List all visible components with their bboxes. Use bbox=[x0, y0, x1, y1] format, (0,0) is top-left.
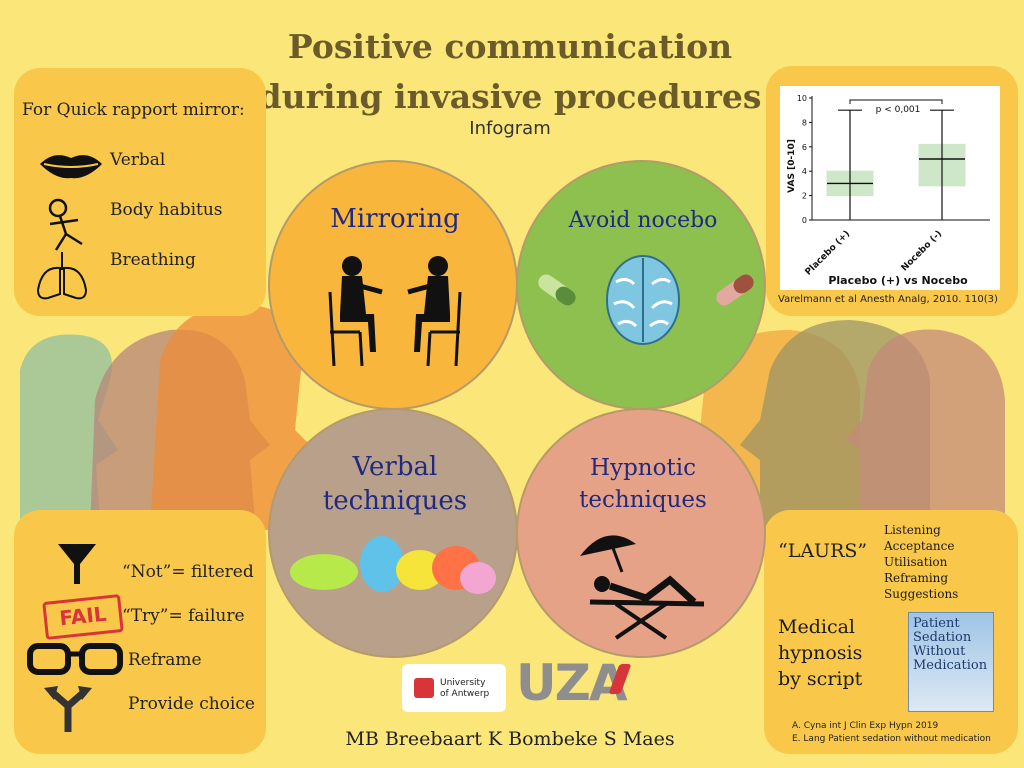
y-tick-label: 10 bbox=[797, 94, 807, 103]
y-tick-label: 6 bbox=[802, 143, 807, 152]
laurs-word-suggestions: Suggestions bbox=[884, 587, 959, 601]
mirror-item-breathing: Breathing bbox=[110, 250, 196, 270]
brain-icon bbox=[606, 255, 680, 345]
y-tick-label: 8 bbox=[802, 118, 807, 127]
words-item-reframe: Reframe bbox=[128, 650, 202, 670]
laurs-words: Listening Acceptance Utilisation Reframi… bbox=[884, 522, 958, 602]
glasses-icon bbox=[27, 643, 123, 675]
hypnotic-line-1: Hypnotic bbox=[590, 455, 696, 481]
ref-lang: E. Lang Patient sedation without medicat… bbox=[792, 734, 991, 744]
laurs-panel: “LAURS” Listening Acceptance Utilisation… bbox=[764, 510, 1018, 754]
green-pill-icon bbox=[538, 274, 576, 306]
chart-citation: Varelmann et al Anesth Analg, 2010. 110(… bbox=[778, 294, 998, 305]
laurs-refs: A. Cyna int J Clin Exp Hypn 2019 E. Lang… bbox=[792, 720, 991, 746]
book-title-4: Medication bbox=[913, 658, 988, 673]
hypnotic-line-2: techniques bbox=[579, 487, 707, 513]
mirror-panel: For Quick rapport mirror: Verbal Body ha… bbox=[14, 68, 266, 316]
chart-ylabel: VAS [0-10] bbox=[787, 139, 797, 193]
script-line-3: by script bbox=[778, 668, 863, 690]
words-item-not-filtered: “Not”= filtered bbox=[122, 562, 254, 582]
verbal-line-1: Verbal bbox=[352, 452, 438, 482]
page-title: Positive communication during invasive p… bbox=[240, 22, 780, 122]
chart-annotation: p < 0,001 bbox=[876, 105, 921, 115]
y-tick-label: 2 bbox=[802, 192, 807, 201]
university-of-antwerp-logo: University of Antwerp bbox=[402, 664, 506, 712]
red-pill-icon bbox=[716, 274, 754, 306]
lips-icon bbox=[40, 155, 102, 179]
fail-stamp-text: FAIL bbox=[58, 601, 108, 631]
ua-line-1: University bbox=[440, 678, 486, 688]
x-tick-label-nocebo: Nocebo (-) bbox=[900, 229, 944, 273]
mirror-item-body-habitus: Body habitus bbox=[110, 200, 223, 220]
circle-hypnotic-techniques: Hypnotic techniques bbox=[516, 408, 766, 658]
title-line-1: Positive communication bbox=[287, 27, 733, 66]
book-title-1: Patient bbox=[913, 616, 960, 631]
fail-stamp-icon: FAIL bbox=[42, 594, 124, 640]
ua-mark-icon bbox=[414, 678, 434, 698]
words-item-try-failure: “Try”= failure bbox=[122, 606, 245, 626]
avoid-nocebo-label: Avoid nocebo bbox=[568, 208, 718, 233]
mirroring-label: Mirroring bbox=[330, 204, 460, 234]
ua-text: University of Antwerp bbox=[440, 678, 489, 700]
laurs-acronym: “LAURS” bbox=[778, 540, 868, 562]
script-line-1: Medical bbox=[778, 616, 855, 638]
chart-panel: VAS [0-10] Placebo (+) vs Nocebo p < 0,0… bbox=[766, 66, 1018, 316]
x-tick-label-placebo: Placebo (+) bbox=[804, 229, 853, 278]
subtitle: Infogram bbox=[469, 118, 551, 139]
split-arrow-icon bbox=[44, 686, 92, 732]
book-title-2: Sedation bbox=[913, 630, 972, 645]
chart-title: Placebo (+) vs Nocebo bbox=[828, 274, 968, 287]
speech-bubbles-icon bbox=[290, 536, 496, 594]
authors: MB Breebaart K Bombeke S Maes bbox=[345, 728, 675, 750]
laurs-word-listening: Listening bbox=[884, 523, 941, 537]
verbal-line-2: techniques bbox=[322, 486, 468, 516]
two-people-sitting-icon bbox=[328, 256, 462, 367]
funnel-icon bbox=[58, 544, 96, 584]
medical-hypnosis-text: Medical hypnosis by script bbox=[778, 614, 862, 692]
circle-avoid-nocebo: Avoid nocebo bbox=[516, 160, 766, 410]
verbal-techniques-label: Verbal techniques bbox=[275, 450, 515, 518]
mirror-heading: For Quick rapport mirror: bbox=[22, 100, 245, 120]
laurs-word-acceptance: Acceptance bbox=[884, 539, 955, 553]
relaxing-deckchair-icon bbox=[580, 535, 705, 640]
script-line-2: hypnosis bbox=[778, 642, 863, 664]
book-cover: Patient Sedation Without Medication bbox=[908, 612, 994, 712]
mirror-item-verbal: Verbal bbox=[110, 150, 166, 170]
book-title-3: Without bbox=[913, 644, 966, 659]
ua-line-2: of Antwerp bbox=[440, 689, 490, 699]
circle-verbal-techniques: Verbal techniques bbox=[268, 408, 518, 658]
laurs-word-reframing: Reframing bbox=[884, 571, 949, 585]
y-tick-label: 4 bbox=[802, 167, 807, 176]
significance-bracket bbox=[849, 99, 943, 104]
stick-figure-icon bbox=[48, 198, 83, 251]
y-tick-label: 0 bbox=[802, 216, 807, 225]
uza-logo: UZA bbox=[516, 654, 628, 712]
lungs-icon bbox=[36, 252, 88, 300]
title-line-2: during invasive procedures bbox=[258, 77, 762, 116]
words-item-provide-choice: Provide choice bbox=[128, 694, 255, 714]
ref-cyna: A. Cyna int J Clin Exp Hypn 2019 bbox=[792, 721, 939, 731]
vas-box-chart: VAS [0-10] Placebo (+) vs Nocebo p < 0,0… bbox=[780, 86, 1000, 290]
circle-mirroring: Mirroring bbox=[268, 160, 518, 410]
hypnotic-techniques-label: Hypnotic techniques bbox=[523, 452, 763, 516]
words-panel: “Not”= filtered FAIL “Try”= failure Refr… bbox=[14, 510, 266, 754]
laurs-word-utilisation: Utilisation bbox=[884, 555, 948, 569]
